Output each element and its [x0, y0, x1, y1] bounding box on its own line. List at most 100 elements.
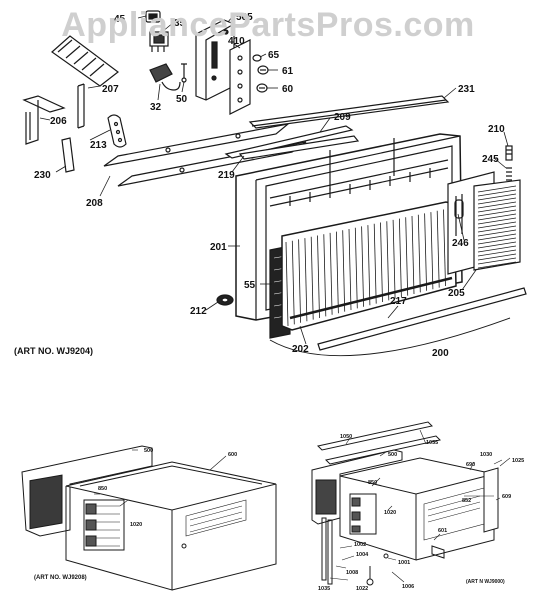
louver-slat [477, 229, 517, 237]
bl-label-1020: 1020 [130, 522, 142, 528]
part-label-245: 245 [482, 154, 499, 165]
part-label-217: 217 [390, 296, 407, 307]
part-label-212: 212 [190, 306, 207, 317]
br-label-1004: 1004 [356, 552, 369, 558]
knob-part-65 [252, 54, 262, 62]
part-label-208: 208 [86, 198, 103, 209]
louver-slat [477, 209, 517, 217]
grille-slat [380, 222, 383, 303]
br-label-1035: 1035 [318, 586, 330, 592]
grille-slat [392, 219, 396, 299]
side-louver-part-205 [473, 179, 521, 271]
louver-slat [477, 237, 517, 245]
br-label-1002: 1002 [354, 542, 366, 548]
rail-part-1055 [324, 435, 442, 465]
grille-slat [298, 239, 301, 323]
grille-slat [310, 236, 314, 320]
part-label-50: 50 [176, 94, 188, 105]
clip-part-212 [216, 294, 234, 306]
louver-slat [477, 221, 517, 229]
grille-slat [436, 210, 440, 288]
part-label-207: 207 [102, 84, 119, 95]
art-number-bottom-left: (ART NO. WJ9208) [34, 575, 87, 581]
grille-slat [430, 212, 434, 290]
cabinet-part-600 [65, 461, 277, 591]
part-label-410: 410 [228, 36, 245, 47]
control-plate-part-410 [229, 39, 251, 115]
br-label-1025: 1025 [512, 458, 524, 464]
part-label-205: 205 [448, 288, 465, 299]
louver-slat [477, 241, 517, 249]
part-label-200: 200 [432, 348, 449, 359]
grille-slat [367, 225, 371, 306]
bottom-left-view: 500 600 850 1020 [21, 445, 277, 591]
part-label-32: 32 [150, 102, 162, 113]
br-label-1008: 1008 [346, 570, 358, 576]
side-cover-part-852 [483, 467, 499, 533]
leader-lines-br [329, 429, 511, 583]
part-label-230: 230 [34, 170, 51, 181]
leader-lines-bl [94, 449, 227, 507]
post-part-230 [61, 137, 75, 173]
br-label-601: 601 [438, 528, 447, 534]
part-label-209: 209 [334, 112, 351, 123]
grille-slat [317, 235, 320, 319]
bracket-part-565 [195, 19, 235, 101]
screw-part-1022 [366, 566, 374, 586]
leader-lines-top [39, 15, 509, 345]
louver-slat [477, 257, 517, 265]
grille-slat [417, 214, 421, 293]
louver-slat [477, 253, 517, 261]
bracket-part-1002 [321, 517, 333, 585]
br-label-1050: 1050 [340, 434, 352, 440]
bracket-part-206 [22, 95, 66, 145]
grille-slat [348, 228, 352, 311]
br-label-1001: 1001 [398, 560, 410, 566]
louver-slat [477, 261, 517, 269]
art-number-bottom-right: (ART N WJ9000) [466, 579, 505, 585]
part-label-246: 246 [452, 238, 469, 249]
part-label-210: 210 [488, 124, 505, 135]
br-label-1030: 1030 [480, 452, 492, 458]
leg-part-601 [431, 545, 445, 559]
louver-slat [477, 217, 517, 225]
grille-slat [411, 215, 415, 295]
front-panel-br-part-500 [311, 449, 403, 525]
bottom-left-part-labels: 500 600 850 1020 [98, 448, 237, 528]
br-label-690: 690 [466, 462, 475, 468]
grille-slat [285, 241, 289, 327]
br-label-850: 850 [368, 480, 377, 486]
br-label-1022: 1022 [356, 586, 368, 592]
grille-slat [342, 230, 346, 312]
louver-slat [477, 185, 517, 193]
part-label-55: 55 [244, 280, 256, 291]
spring-part-245 [506, 167, 512, 181]
br-label-1055: 1055 [426, 440, 438, 446]
louver-slat [477, 205, 517, 213]
bottom-right-part-labels: 1050 1055 500 690 1030 1025 850 852 609 … [318, 434, 524, 592]
front-grille-part-202 [281, 201, 457, 331]
art-number-top: (ART NO. WJ9204) [14, 346, 94, 356]
part-label-213: 213 [90, 140, 107, 151]
switch-part-45 [145, 10, 161, 23]
knob-part-61 [257, 65, 269, 75]
grille-slat [304, 238, 308, 322]
screw-part-50 [181, 63, 187, 83]
strip-part-217 [317, 287, 527, 351]
part-label-45: 45 [114, 14, 126, 25]
br-label-1020: 1020 [384, 510, 396, 516]
grille-slat [373, 223, 377, 304]
grille-slat [399, 218, 402, 298]
screw-part-1001 [383, 553, 389, 559]
strip-part-213 [107, 114, 127, 148]
louver-slat [477, 193, 517, 201]
part-label-206: 206 [50, 116, 67, 127]
part-label-35: 35 [174, 18, 186, 29]
part-label-219: 219 [218, 170, 235, 181]
grille-slat [386, 221, 390, 301]
grille-slat [424, 213, 427, 291]
grille-slat [336, 231, 339, 314]
coil-grille [83, 499, 125, 551]
part-label-61: 61 [282, 66, 294, 77]
